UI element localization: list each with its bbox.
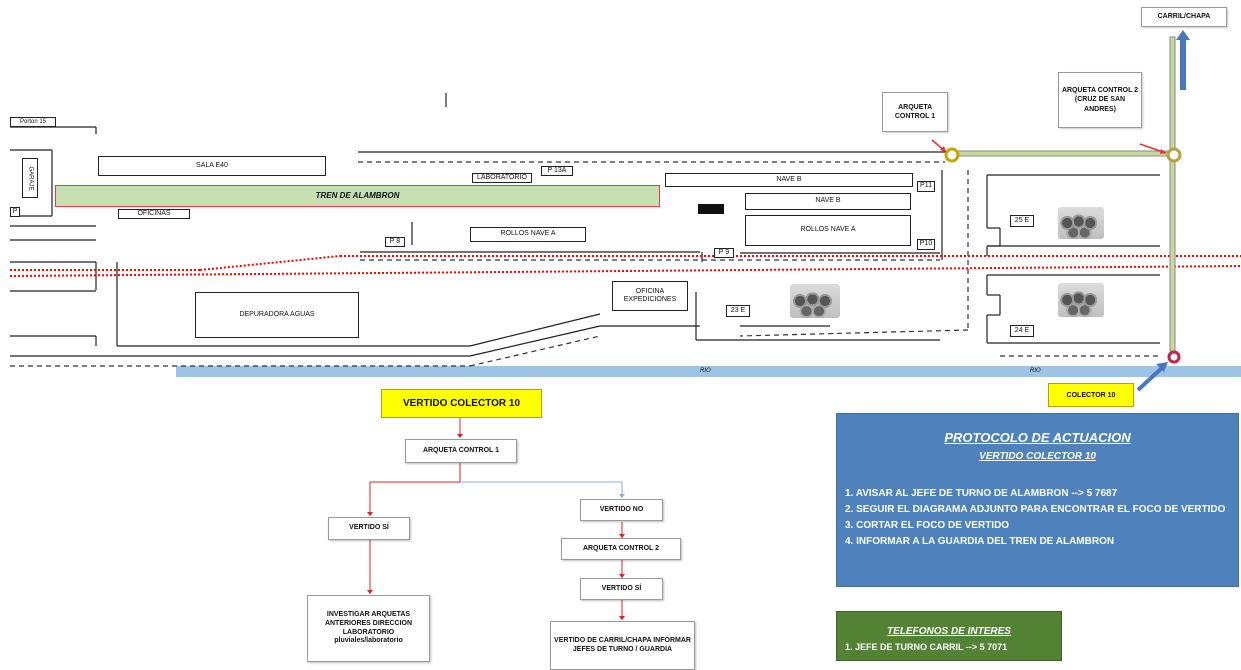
path-dashed — [469, 335, 601, 367]
protocol-step: 4. INFORMAR A LA GUARDIA DEL TREN DE ALA… — [845, 536, 1115, 547]
wall-line — [469, 313, 601, 347]
p13a-label: P 13A — [541, 166, 573, 176]
garage-box: GARAJE — [22, 158, 38, 198]
arrowhead-icon — [1156, 362, 1168, 372]
flow-vertido-si-2: VERTIDO SÍ — [580, 578, 663, 600]
colector-10-marker — [1167, 350, 1181, 364]
carril-chapa-label: CARRIL/CHAPA — [1141, 7, 1227, 27]
oficina-expediciones-box: OFICINA EXPEDICIONES — [612, 281, 688, 311]
arqueta-control-1-label: ARQUETA CONTROL 1 — [882, 92, 948, 132]
p8-label: P 8 — [385, 237, 405, 247]
rio-label-1: RIO — [700, 368, 711, 374]
porton-15-label: Porton 15 — [10, 117, 56, 127]
arrowhead-icon — [619, 574, 625, 578]
oficina-line-1: OFICINA — [635, 287, 665, 295]
nave-b-box-2: NAVE B — [745, 193, 911, 210]
p10-label: P10 — [917, 239, 935, 250]
carril-line-2: INFORMAR JEFES DE TURNO / — [572, 636, 691, 653]
investigar-line-4: pluviales/laboratorio — [334, 637, 403, 645]
oficina-line-2: EXPEDICIONES — [623, 296, 677, 303]
arqueta2-line-2: CONTROL 2 — [1097, 87, 1139, 95]
arrow-shaft — [1180, 40, 1186, 90]
phones-title: TELEFONOS DE INTERES — [887, 626, 1011, 637]
investigar-line-1: INVESTIGAR ARQUETAS — [326, 611, 411, 618]
red-dotted-line — [9, 265, 1241, 277]
red-dotted-line — [199, 255, 341, 271]
protocol-title: PROTOCOLO DE ACTUACION — [944, 430, 1131, 445]
flow-arqueta-control-2: ARQUETA CONTROL 2 — [561, 538, 681, 560]
protocol-step: 1. AVISAR AL JEFE DE TURNO DE ALAMBRON -… — [845, 488, 1118, 499]
flow-vertido-si: VERTIDO SÍ — [328, 517, 410, 540]
arrowhead-icon — [367, 512, 373, 516]
protocol-panel: PROTOCOLO DE ACTUACION VERTIDO COLECTOR … — [836, 413, 1239, 587]
protocol-step: 2. SEGUIR EL DIAGRAMA ADJUNTO PARA ENCON… — [845, 504, 1226, 515]
e24-label: 24 E — [1010, 325, 1034, 337]
phones-line-1: 1. JEFE DE TURNO CARRIL --> 5 7071 — [845, 642, 1008, 652]
coil-pile-image — [790, 284, 840, 318]
arqueta-control-2-marker — [1166, 147, 1182, 163]
arrowhead-icon — [1160, 149, 1166, 154]
laboratorio-label: LABORATORIO — [472, 173, 532, 183]
arrowhead-icon — [367, 590, 373, 594]
flow-start-vertido-colector: VERTIDO COLECTOR 10 — [381, 389, 542, 418]
investigar-line-3: LABORATORIO — [342, 628, 395, 636]
e25-label: 25 E — [1010, 215, 1034, 227]
rollos-nave-a-box-1: ROLLOS NAVE A — [470, 227, 586, 242]
wall-line — [469, 325, 601, 357]
pipe-horizontal — [951, 150, 1173, 157]
arrowhead-icon — [619, 616, 625, 620]
rio-label-2: RIO — [1030, 368, 1041, 374]
arqueta2-line-3: (CRUZ DE SAN — [1074, 96, 1126, 104]
coil-pile-image — [1058, 283, 1104, 317]
black-block — [698, 204, 724, 214]
flow-vertido-carril-chapa: VERTIDO DE CARRIL/CHAPA INFORMAR JEFES D… — [550, 621, 695, 670]
flow-investigar-arquetas: INVESTIGAR ARQUETAS ANTERIORES DIRECCION… — [307, 595, 430, 662]
arqueta2-line-1: ARQUETA — [1061, 87, 1096, 95]
rollos-nave-a-box-2: ROLLOS NAVE A — [745, 215, 911, 246]
flow-arqueta-control-1: ARQUETA CONTROL 1 — [405, 439, 517, 463]
path-dashed — [739, 329, 969, 337]
p11-label: P11 — [917, 181, 935, 192]
e23-label: 23 E — [726, 305, 750, 317]
investigar-line-2: ANTERIORES DIRECCION — [324, 619, 413, 627]
protocol-steps: 1. AVISAR AL JEFE DE TURNO DE ALAMBRON -… — [845, 486, 1233, 550]
colector-10-label: COLECTOR 10 — [1048, 383, 1134, 407]
arqueta1-line-1: ARQUETA — [898, 103, 932, 111]
carril-line-3: GUARDIA — [639, 645, 673, 653]
protocol-subtitle: VERTIDO COLECTOR 10 — [979, 451, 1096, 462]
arqueta2-line-4: ANDRES) — [1084, 105, 1116, 113]
tren-alambron-box: TREN DE ALAMBRON — [55, 185, 660, 207]
arrowhead-icon — [619, 494, 625, 498]
arqueta1-line-2: CONTROL 1 — [894, 113, 936, 120]
carril-line-1: VERTIDO DE CARRIL/CHAPA — [554, 636, 652, 644]
protocol-step: 3. CORTAR EL FOCO DE VERTIDO — [845, 520, 1010, 531]
p-small-label: P — [10, 207, 20, 217]
garage-label: GARAJE — [27, 165, 34, 190]
arrowhead-icon — [619, 534, 625, 538]
flow-vertido-no: VERTIDO NO — [580, 499, 663, 521]
p9-label: P 9 — [714, 248, 734, 258]
pipe-vertical — [1169, 36, 1176, 352]
coil-pile-image — [1058, 207, 1104, 239]
arrowhead-icon — [457, 434, 463, 438]
arrowhead-icon — [940, 146, 946, 152]
phones-panel: TELEFONOS DE INTERES 1. JEFE DE TURNO CA… — [836, 611, 1062, 661]
nave-b-box-1: NAVE B — [665, 173, 913, 187]
depuradora-box: DEPURADORA AGUAS — [195, 292, 359, 338]
sala-e40-box: SALA E40 — [98, 156, 326, 176]
arqueta-control-1-marker — [944, 147, 960, 163]
arqueta-control-2-label: ARQUETA CONTROL 2 (CRUZ DE SAN ANDRES) — [1058, 72, 1142, 128]
colector-pointer — [1136, 364, 1166, 392]
river — [176, 366, 1241, 377]
arrow-up-icon — [1176, 30, 1190, 40]
oficinas-label: OFICINAS — [118, 209, 190, 219]
